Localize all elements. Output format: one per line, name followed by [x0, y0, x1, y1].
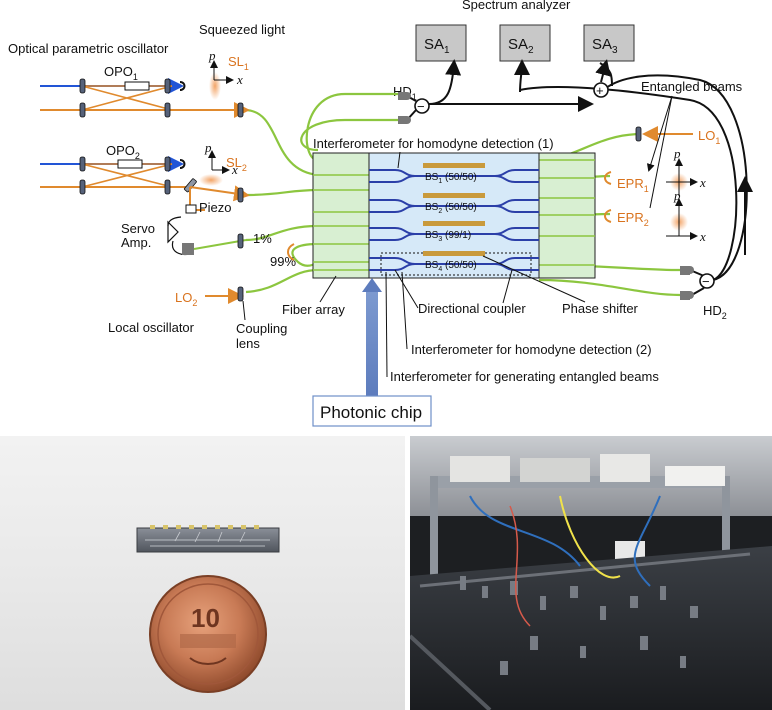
- sa3-box: SA3: [583, 24, 635, 62]
- pct-99-label: 99%: [270, 254, 296, 269]
- hd2-label: HD2: [703, 303, 727, 321]
- amp-label: Amp.: [121, 235, 151, 250]
- entangled-beams-label: Entangled beams: [641, 79, 743, 94]
- svg-text:EPR1: EPR1: [617, 176, 649, 194]
- piezo-label: Piezo: [199, 200, 232, 215]
- svg-text:SA3: SA3: [592, 36, 618, 56]
- sl1-squeeze: p x SL1: [208, 48, 249, 100]
- fiber-array-left: [312, 152, 370, 279]
- svg-text:−: −: [702, 274, 710, 289]
- svg-text:LO2: LO2: [175, 290, 197, 308]
- photonic-chip-box: [312, 395, 432, 427]
- svg-text:SA1: SA1: [424, 36, 450, 56]
- interferometer-2-label: Interferometer for homodyne detection (2…: [411, 342, 652, 357]
- lo1-input: LO1: [635, 126, 720, 146]
- svg-text:+: +: [596, 83, 604, 98]
- photonic-chip-arrow: [362, 278, 382, 396]
- svg-text:LO1: LO1: [698, 128, 720, 146]
- directional-coupler-label: Directional coupler: [418, 301, 526, 316]
- svg-text:p: p: [204, 140, 212, 155]
- bs3-label: BS3 (99/1): [425, 230, 471, 243]
- photonic-chip-photo: [136, 525, 280, 553]
- local-oscillator-label: Local oscillator: [108, 320, 195, 335]
- epr1: EPR1 p x: [604, 146, 706, 196]
- sa2-box: SA2: [499, 24, 551, 62]
- opo1: OPO1: [40, 64, 250, 118]
- coupling-lens-label-2: lens: [236, 336, 260, 351]
- hd1-subtractor: −: [414, 98, 430, 114]
- adder-node: +: [593, 82, 609, 98]
- svg-text:OPO2: OPO2: [106, 143, 140, 161]
- photonic-chip: BS1 (50/50) BS2 (50/50) BS3 (99/1) BS4 (…: [368, 152, 540, 279]
- lo2-input: LO2: [175, 286, 244, 308]
- ten-yen-coin: 10: [149, 575, 267, 693]
- svg-text:−: −: [417, 99, 425, 114]
- svg-text:x: x: [699, 229, 706, 244]
- fiber-array-right: [538, 152, 596, 279]
- svg-text:EPR2: EPR2: [617, 210, 649, 228]
- squeezed-light-label: Squeezed light: [199, 22, 285, 37]
- fiber-loop-arrow: [287, 243, 295, 261]
- interferometer-1-label: Interferometer for homodyne detection (1…: [313, 136, 554, 151]
- optical-table-photo: [410, 436, 772, 710]
- svg-text:SL2: SL2: [226, 155, 247, 173]
- sl2-squeeze: p x SL2: [199, 140, 247, 186]
- svg-text:SA2: SA2: [508, 36, 534, 56]
- svg-text:x: x: [236, 72, 243, 87]
- svg-text:x: x: [231, 162, 238, 177]
- phase-shifter-label: Phase shifter: [562, 301, 639, 316]
- bs4-label: BS4 (50/50): [425, 260, 477, 273]
- electronic-wiring: [406, 59, 753, 297]
- fiber-array-label: Fiber array: [282, 302, 345, 317]
- bs2-label: BS2 (50/50): [425, 202, 477, 215]
- coin-numeral: 10: [191, 603, 220, 633]
- svg-text:p: p: [208, 48, 216, 63]
- interferometer-entangled-label: Interferometer for generating entangled …: [390, 369, 659, 384]
- svg-text:p: p: [673, 188, 681, 203]
- pct-1-label: 1%: [253, 231, 272, 246]
- bs1-label: BS1 (50/50): [425, 172, 477, 185]
- svg-text:p: p: [673, 146, 681, 161]
- hd2-detectors: [680, 266, 694, 300]
- sa1-box: SA1: [415, 24, 467, 62]
- servo-loop: [167, 216, 247, 256]
- svg-text:SL1: SL1: [228, 54, 249, 72]
- setup-diagram: Spectrum analyzer SA1 SA2 SA3: [8, 0, 753, 427]
- hd2-subtractor: −: [699, 273, 715, 289]
- servo-label: Servo: [121, 221, 155, 236]
- svg-text:OPO1: OPO1: [104, 64, 138, 82]
- svg-text:x: x: [699, 175, 706, 190]
- photonic-chip-label: Photonic chip: [320, 403, 422, 422]
- spectrum-analyzer-label: Spectrum analyzer: [462, 0, 571, 12]
- opo2: OPO2: [40, 143, 250, 214]
- coupling-lens-label-1: Coupling: [236, 321, 287, 336]
- optical-fibers: [245, 92, 681, 297]
- opo-title: Optical parametric oscillator: [8, 41, 169, 56]
- hd1-detectors: [398, 92, 411, 124]
- chip-coin-photo: 10: [0, 436, 405, 710]
- epr2: EPR2 p x: [604, 188, 706, 244]
